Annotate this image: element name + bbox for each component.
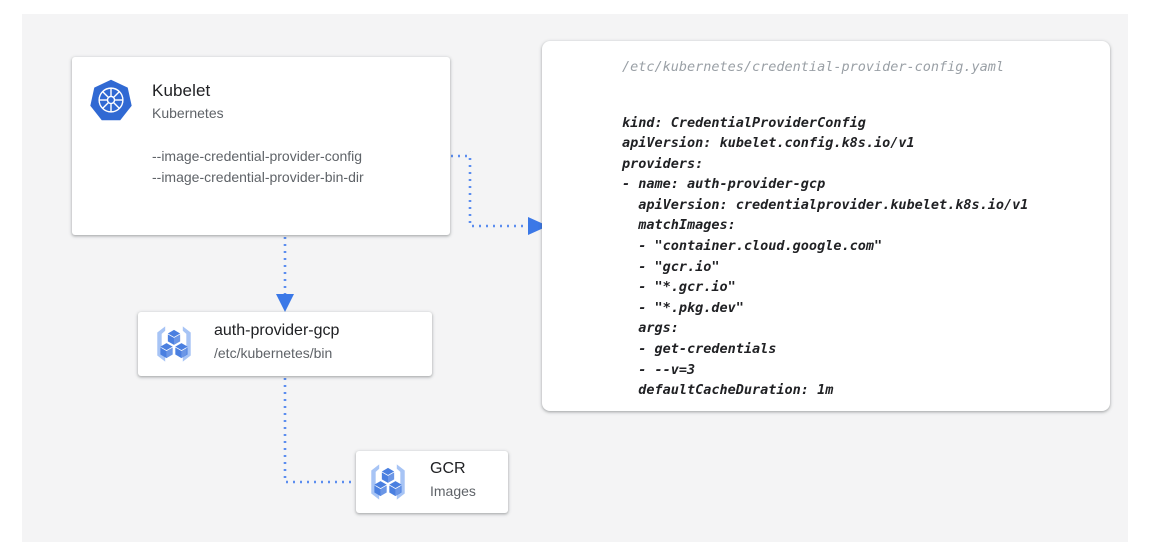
kubernetes-helm-icon: [90, 79, 132, 121]
container-registry-icon: [157, 326, 191, 362]
gcr-title: GCR: [430, 460, 466, 477]
kubelet-node[interactable]: Kubelet Kubernetes --image-credential-pr…: [72, 57, 450, 235]
auth-provider-gcp-node[interactable]: auth-provider-gcp /etc/kubernetes/bin: [138, 312, 432, 376]
config-file-path: /etc/kubernetes/credential-provider-conf…: [622, 59, 1005, 75]
credential-provider-config-panel[interactable]: /etc/kubernetes/credential-provider-conf…: [542, 41, 1110, 411]
auth-provider-subtitle: /etc/kubernetes/bin: [214, 345, 333, 361]
kubelet-flag-config: --image-credential-provider-config: [152, 148, 363, 164]
kubelet-subtitle: Kubernetes: [152, 105, 224, 121]
yaml-code-block: kind: CredentialProviderConfig apiVersio…: [622, 114, 1029, 399]
gcr-subtitle: Images: [430, 483, 476, 499]
auth-provider-title: auth-provider-gcp: [214, 322, 340, 339]
kubelet-flag-bin-dir: --image-credential-provider-bin-dir: [152, 169, 364, 185]
gcr-node[interactable]: GCR Images: [356, 451, 508, 513]
kubelet-title: Kubelet: [152, 81, 211, 100]
container-registry-icon: [371, 464, 405, 500]
